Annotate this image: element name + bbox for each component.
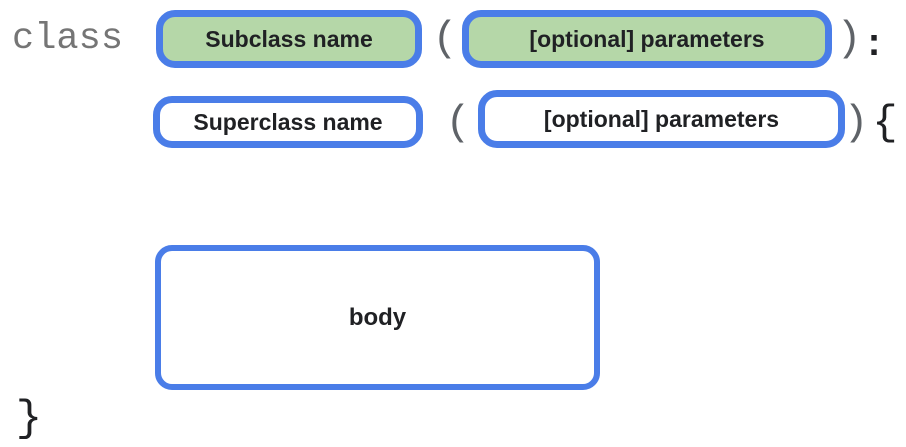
superclass-name-box: Superclass name [153, 96, 423, 148]
constructor-parameters-box: [optional] parameters [462, 10, 832, 68]
superclass-parameters-label: [optional] parameters [543, 105, 780, 132]
subclass-name-box: Subclass name [156, 10, 422, 68]
open-brace: { [872, 99, 898, 147]
class-body-box: body [155, 245, 600, 390]
inheritance-colon: : [862, 23, 886, 67]
row1-close-paren: ) [836, 15, 862, 63]
class-keyword: class [12, 18, 124, 60]
close-brace: } [15, 394, 43, 444]
constructor-parameters-label: [optional] parameters [529, 25, 765, 52]
row1-open-paren: ( [432, 15, 458, 63]
subclass-name-label: Subclass name [205, 25, 373, 52]
class-body-label: body [348, 303, 407, 331]
row2-close-paren: ) [843, 99, 869, 147]
row2-open-paren: ( [445, 99, 471, 147]
superclass-name-label: Superclass name [193, 108, 383, 135]
superclass-parameters-box: [optional] parameters [478, 90, 845, 148]
